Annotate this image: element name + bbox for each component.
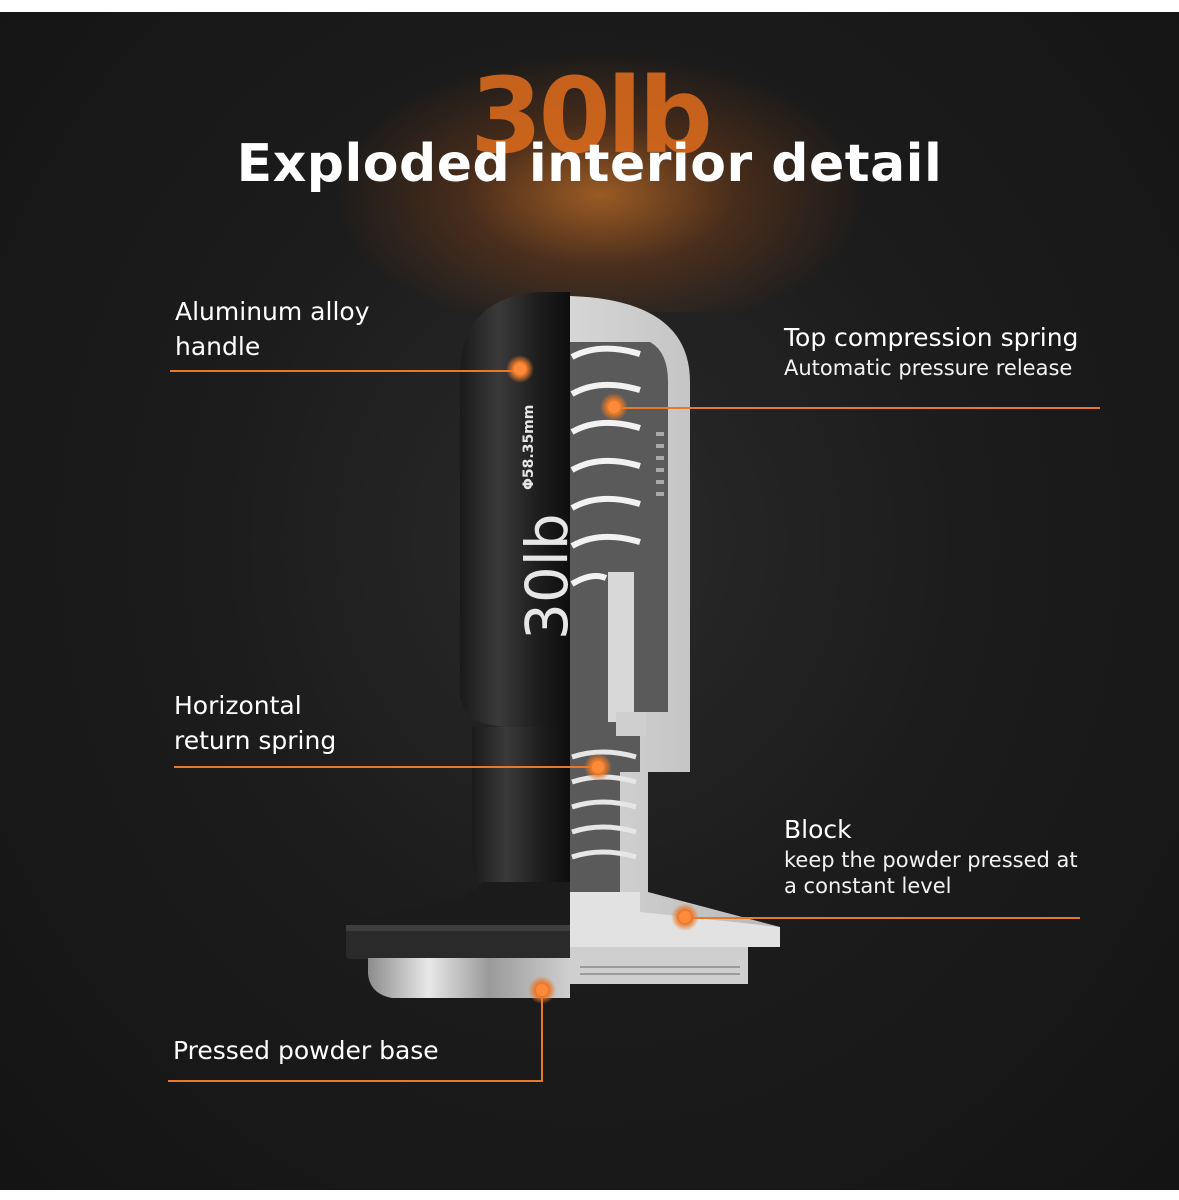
callout-handle-line2: handle (175, 332, 261, 361)
page-title: Exploded interior detail (236, 134, 943, 194)
callout-dots (506, 355, 699, 1004)
product-infographic: 30lb Exploded interior detail (0, 12, 1179, 1190)
callout-handle-line1: Aluminum alloy (175, 297, 370, 326)
callout-block-desc-line2: a constant level (784, 874, 952, 898)
callout-return-spring-line1: Horizontal (174, 691, 302, 720)
handle-black-half: Φ58.35mm 30lb (346, 292, 581, 998)
callout-top-spring-title: Top compression spring (784, 323, 1079, 352)
callout-top-spring: Top compression spring Automatic pressur… (784, 320, 1078, 381)
callout-block-title: Block (784, 815, 852, 844)
top-spring-coils (570, 345, 641, 587)
callout-top-spring-desc: Automatic pressure release (784, 356, 1073, 380)
callout-block: Block keep the powder pressed at a const… (784, 812, 1078, 899)
callout-return-spring: Horizontal return spring (174, 688, 336, 758)
callout-base: Pressed powder base (173, 1033, 439, 1068)
engraving-size: Φ58.35mm (521, 405, 537, 490)
cutaway-silver-half (570, 296, 780, 984)
callout-return-spring-line2: return spring (174, 726, 337, 755)
callout-lines (168, 370, 1100, 1082)
weight-badge: 30lb (470, 55, 713, 177)
engraving-weight: 30lb (513, 513, 581, 640)
callout-handle: Aluminum alloy handle (175, 294, 369, 364)
orange-glow (330, 52, 870, 312)
callout-block-desc-line1: keep the powder pressed at (784, 848, 1078, 872)
return-spring-coils (571, 749, 637, 860)
callout-base-label: Pressed powder base (173, 1036, 439, 1065)
tamper-cutaway-illustration: Φ58.35mm 30lb (168, 292, 1100, 1082)
